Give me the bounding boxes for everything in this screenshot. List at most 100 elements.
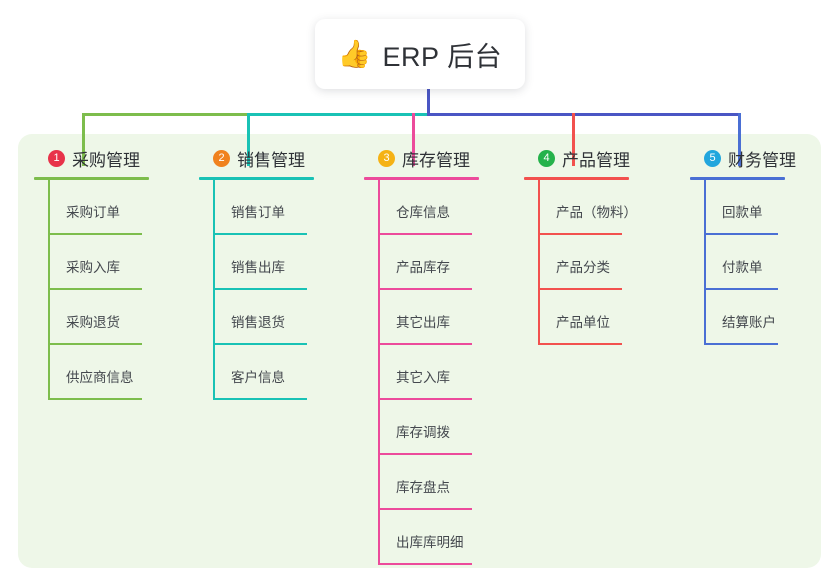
connector-drop-4 (572, 113, 575, 166)
branch-item-rule (704, 288, 778, 290)
branch-heading-label: 库存管理 (402, 150, 470, 170)
branch-badge-1: 1 (48, 149, 65, 167)
branch-item-label: 采购退货 (66, 315, 120, 330)
branch-heading-label: 财务管理 (728, 150, 796, 170)
branch-item-label: 采购入库 (66, 260, 120, 275)
branch-heading-rule (524, 177, 629, 180)
branch-item[interactable]: 销售出库 (213, 235, 349, 290)
branch-spine (538, 180, 540, 345)
branch-item[interactable]: 供应商信息 (48, 345, 184, 400)
branch-item[interactable]: 销售订单 (213, 180, 349, 235)
branch-item[interactable]: 采购入库 (48, 235, 184, 290)
branch-heading-3[interactable]: 3 库存管理 (364, 146, 514, 170)
branch-badge-3: 3 (378, 149, 395, 167)
branch-items-2: 销售订单销售出库销售退货客户信息 (213, 180, 349, 400)
branch-item-label: 库存盘点 (396, 480, 450, 495)
branch-item[interactable]: 回款单 (704, 180, 820, 235)
root-node-content: 👍 ERP 后台 (338, 35, 502, 74)
branch-item-label: 产品库存 (396, 260, 450, 275)
branch-item-rule (213, 343, 307, 345)
branch-item-rule (213, 288, 307, 290)
connector-drop-1 (82, 113, 85, 166)
branch-item-label: 销售出库 (231, 260, 285, 275)
branch-item-label: 其它出库 (396, 315, 450, 330)
branch-item-label: 付款单 (722, 260, 763, 275)
branch-item-label: 产品分类 (556, 260, 610, 275)
branch-item-label: 客户信息 (231, 370, 285, 385)
branch-item-rule (538, 288, 622, 290)
branches-panel (18, 134, 821, 568)
branch-item[interactable]: 其它出库 (378, 290, 514, 345)
branch-item-label: 仓库信息 (396, 205, 450, 220)
branch-item[interactable]: 库存调拨 (378, 400, 514, 455)
branch-item[interactable]: 销售退货 (213, 290, 349, 345)
branch-item[interactable]: 客户信息 (213, 345, 349, 400)
branch-heading-2[interactable]: 2 销售管理 (199, 146, 349, 170)
branch-item[interactable]: 其它入库 (378, 345, 514, 400)
branch-item-rule (378, 233, 472, 235)
branch-items-4: 产品（物料） 产品分类产品单位 (538, 180, 664, 345)
branch-item[interactable]: 结算账户 (704, 290, 820, 345)
branch-column-1: 1 采购管理采购订单采购入库采购退货供应商信息 (34, 146, 184, 400)
branch-item-label: 产品单位 (556, 315, 610, 330)
branch-item[interactable]: 产品（物料） (538, 180, 664, 235)
connector-drop-5 (738, 113, 741, 166)
branch-heading-rule (364, 177, 479, 180)
root-node-label: ERP 后台 (382, 41, 503, 72)
branch-items-3: 仓库信息产品库存其它出库其它入库库存调拨库存盘点出库库明细 (378, 180, 514, 565)
branch-column-3: 3 库存管理仓库信息产品库存其它出库其它入库库存调拨库存盘点出库库明细 (364, 146, 514, 565)
branch-item[interactable]: 产品库存 (378, 235, 514, 290)
branch-item-label: 采购订单 (66, 205, 120, 220)
branch-badge-2: 2 (213, 149, 230, 167)
branch-spine (378, 180, 380, 565)
connector-drop-2 (247, 113, 250, 166)
branch-spine (704, 180, 706, 345)
branch-heading-label: 销售管理 (237, 150, 305, 170)
branch-item[interactable]: 仓库信息 (378, 180, 514, 235)
branch-items-1: 采购订单采购入库采购退货供应商信息 (48, 180, 184, 400)
connector-bar-segment-1 (82, 113, 247, 116)
branch-item[interactable]: 出库库明细 (378, 510, 514, 565)
branch-item-label: 回款单 (722, 205, 763, 220)
branch-item[interactable]: 采购退货 (48, 290, 184, 345)
branch-heading-label: 采购管理 (72, 150, 140, 170)
branch-item-label: 产品（物料） (556, 205, 637, 220)
branch-item-rule (378, 398, 472, 400)
connector-bar-segment-3 (427, 113, 741, 116)
branch-item[interactable]: 付款单 (704, 235, 820, 290)
branch-item-label: 销售退货 (231, 315, 285, 330)
branch-item-rule (48, 343, 142, 345)
connector-drop-3 (412, 113, 415, 166)
branch-spine (213, 180, 215, 400)
branch-item-rule (48, 288, 142, 290)
branch-column-2: 2 销售管理销售订单销售出库销售退货客户信息 (199, 146, 349, 400)
branch-item-rule (378, 288, 472, 290)
branch-item-rule (48, 233, 142, 235)
connector-bar-segment-2 (247, 113, 430, 116)
branch-heading-rule (690, 177, 785, 180)
branch-item[interactable]: 库存盘点 (378, 455, 514, 510)
branch-item-label: 销售订单 (231, 205, 285, 220)
branch-heading-rule (34, 177, 149, 180)
branch-heading-label: 产品管理 (562, 150, 630, 170)
thumbs-up-icon: 👍 (337, 38, 372, 70)
branch-item-label: 库存调拨 (396, 425, 450, 440)
branch-item-rule (48, 398, 142, 400)
branch-item-label: 其它入库 (396, 370, 450, 385)
branch-item-label: 结算账户 (722, 315, 776, 330)
branch-item-rule (213, 398, 307, 400)
branch-spine (48, 180, 50, 400)
branch-item[interactable]: 采购订单 (48, 180, 184, 235)
branch-heading-1[interactable]: 1 采购管理 (34, 146, 184, 170)
branch-item-rule (213, 233, 307, 235)
branch-item-rule (378, 343, 472, 345)
branch-items-5: 回款单付款单结算账户 (704, 180, 820, 345)
root-node-card[interactable]: 👍 ERP 后台 (315, 19, 525, 89)
branch-item[interactable]: 产品单位 (538, 290, 664, 345)
branch-item-rule (378, 453, 472, 455)
branch-item[interactable]: 产品分类 (538, 235, 664, 290)
